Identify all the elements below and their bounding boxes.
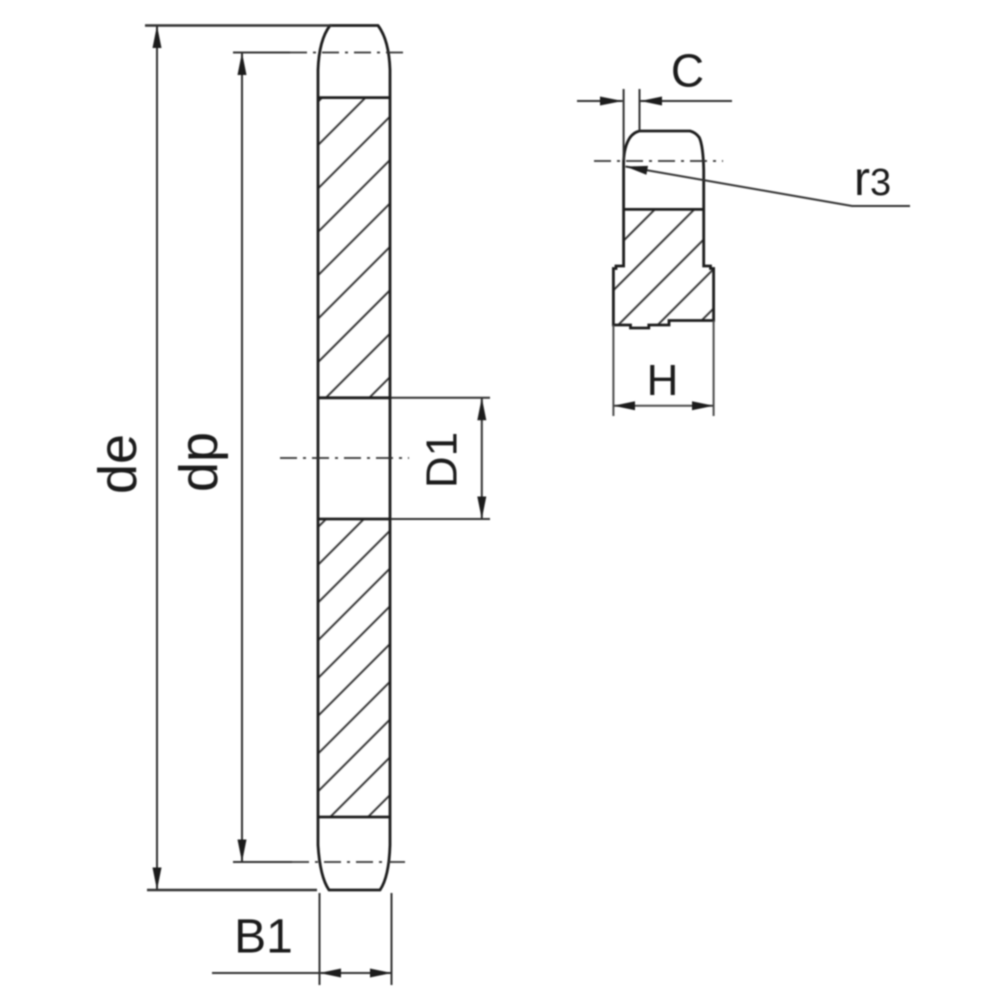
svg-text:r3: r3 (854, 153, 891, 206)
svg-text:dp: dp (169, 432, 229, 492)
svg-text:B1: B1 (234, 911, 293, 964)
svg-text:C: C (671, 45, 704, 97)
svg-text:H: H (647, 356, 679, 405)
svg-text:D1: D1 (418, 432, 467, 488)
svg-text:de: de (88, 434, 148, 494)
